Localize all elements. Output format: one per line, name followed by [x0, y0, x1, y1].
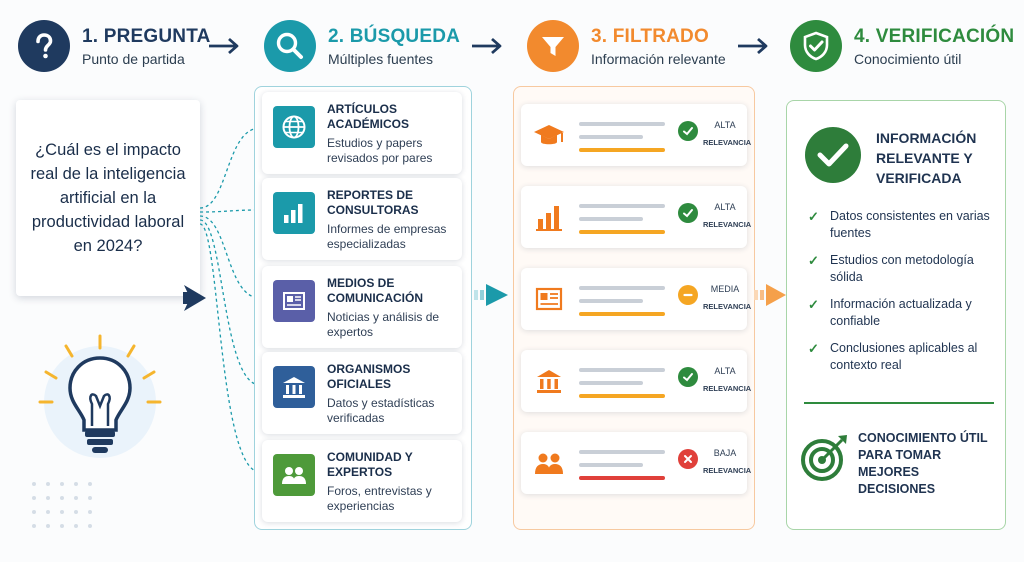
relevance-line	[579, 394, 665, 398]
source-title: MEDIOS DE COMUNICACIÓN	[327, 276, 423, 305]
step-busqueda: 2. BÚSQUEDA Múltiples fuentes	[264, 14, 460, 78]
globe-icon	[273, 106, 315, 148]
divider	[804, 402, 994, 404]
source-card: ARTÍCULOS ACADÉMICOS Estudios y papers r…	[262, 92, 462, 174]
source-title: COMUNIDAD Y EXPERTOS	[327, 450, 413, 479]
arrow-right-icon	[472, 37, 502, 55]
target-icon	[801, 435, 847, 481]
government-building-icon	[531, 365, 567, 397]
step-verificacion: 4. VERIFICACIÓN Conocimiento útil	[790, 14, 1014, 78]
source-description: Noticias y análisis de expertos	[327, 310, 440, 339]
step-subtitle: Información relevante	[591, 50, 726, 67]
relevance-line	[579, 476, 665, 480]
check-icon	[678, 367, 698, 387]
verification-item: ✓ Datos consistentes en varias fuentes	[808, 209, 990, 240]
source-description: Informes de empresas especializadas	[327, 222, 447, 251]
text-placeholder-line	[579, 217, 643, 221]
text-placeholder-line	[579, 463, 643, 467]
government-building-icon	[273, 366, 315, 408]
arrow-right-icon	[209, 37, 239, 55]
text-placeholder-line	[579, 368, 665, 372]
cross-icon	[678, 449, 698, 469]
check-icon: ✓	[808, 209, 819, 224]
source-title: ARTÍCULOS ACADÉMICOS	[327, 102, 410, 131]
check-icon	[678, 121, 698, 141]
dashed-connector-lines	[199, 127, 261, 473]
graduation-cap-icon	[531, 119, 567, 151]
step-filtrado: 3. FILTRADO Información relevante	[527, 14, 726, 78]
arrow-right-icon	[754, 284, 786, 306]
source-description: Datos y estadísticas verificadas	[327, 396, 435, 425]
decorative-dots	[32, 482, 92, 528]
arrow-right-icon	[738, 37, 768, 55]
source-card: REPORTES DE CONSULTORAS Informes de empr…	[262, 178, 462, 260]
question-mark-icon	[18, 20, 70, 72]
lightbulb-icon	[38, 334, 162, 458]
source-title: REPORTES DE CONSULTORAS	[327, 188, 419, 217]
verification-item: ✓ Información actualizada y confiable	[808, 297, 972, 328]
relevance-line	[579, 312, 665, 316]
bar-chart-icon	[273, 192, 315, 234]
verification-item: ✓ Estudios con metodología sólida	[808, 253, 974, 284]
step-title: 4. VERIFICACIÓN	[854, 25, 1015, 47]
check-icon: ✓	[808, 253, 819, 268]
relevance-line	[579, 148, 665, 152]
outcome-text: CONOCIMIENTO ÚTIL PARA TOMAR MEJORES DEC…	[858, 431, 988, 496]
step-subtitle: Conocimiento útil	[854, 50, 962, 67]
text-placeholder-line	[579, 286, 665, 290]
question-text: ¿Cuál es el impacto real de la inteligen…	[30, 141, 186, 255]
source-card: MEDIOS DE COMUNICACIÓN Noticias y anális…	[262, 266, 462, 348]
shield-check-icon	[790, 20, 842, 72]
arrow-right-icon	[183, 285, 206, 311]
people-icon	[531, 447, 567, 479]
newspaper-icon	[273, 280, 315, 322]
step-title: 1. PREGUNTA	[82, 25, 211, 47]
arrow-right-icon	[474, 284, 508, 306]
source-description: Estudios y papers revisados por pares	[327, 136, 433, 165]
step-subtitle: Punto de partida	[82, 50, 185, 67]
bar-chart-icon	[531, 201, 567, 233]
text-placeholder-line	[579, 135, 643, 139]
newspaper-icon	[531, 283, 567, 315]
step-title: 2. BÚSQUEDA	[328, 25, 461, 47]
verification-title: INFORMACIÓN RELEVANTE Y VERIFICADA	[876, 130, 977, 186]
check-circle-icon	[805, 127, 861, 183]
source-card: ORGANISMOS OFICIALES Datos y estadística…	[262, 352, 462, 434]
check-icon: ✓	[808, 341, 819, 356]
verification-item: ✓ Conclusiones aplicables al contexto re…	[808, 341, 978, 372]
dash-icon	[678, 285, 698, 305]
funnel-icon	[527, 20, 579, 72]
check-icon: ✓	[808, 297, 819, 312]
question-card: ¿Cuál es el impacto real de la inteligen…	[16, 100, 200, 296]
check-icon	[678, 203, 698, 223]
text-placeholder-line	[579, 204, 665, 208]
people-icon	[273, 454, 315, 496]
relevance-line	[579, 230, 665, 234]
source-description: Foros, entrevistas y experiencias	[327, 484, 432, 513]
text-placeholder-line	[579, 122, 665, 126]
text-placeholder-line	[579, 381, 643, 385]
source-card: COMUNIDAD Y EXPERTOS Foros, entrevistas …	[262, 440, 462, 522]
source-title: ORGANISMOS OFICIALES	[327, 362, 411, 391]
text-placeholder-line	[579, 299, 643, 303]
step-pregunta: 1. PREGUNTA Punto de partida	[18, 14, 211, 78]
text-placeholder-line	[579, 450, 665, 454]
magnifier-icon	[264, 20, 316, 72]
step-subtitle: Múltiples fuentes	[328, 50, 434, 67]
step-title: 3. FILTRADO	[591, 25, 709, 47]
